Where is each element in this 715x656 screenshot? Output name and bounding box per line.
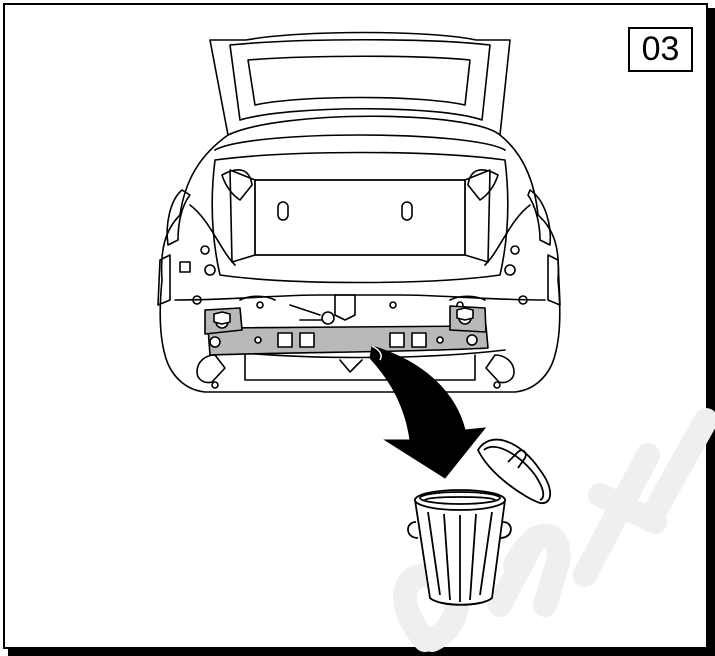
left-tail-light [166,189,191,246]
car-body [159,214,561,393]
trash-can [407,438,552,606]
rear-bumper-crossmember [204,305,489,356]
tailgate [209,31,511,136]
step-number: 03 [641,30,680,68]
trunk-slot-right [401,201,413,221]
trunk-opening [211,151,509,284]
car-illustration [157,31,561,393]
right-hook [485,354,515,384]
right-tail-light [527,189,552,246]
step-number-badge: 03 [628,27,693,72]
left-hook [196,354,226,384]
lock-mechanism [334,294,356,321]
discard-arrow [369,345,487,479]
trash-can-lid [477,438,552,504]
trunk-slot-left [277,201,289,221]
